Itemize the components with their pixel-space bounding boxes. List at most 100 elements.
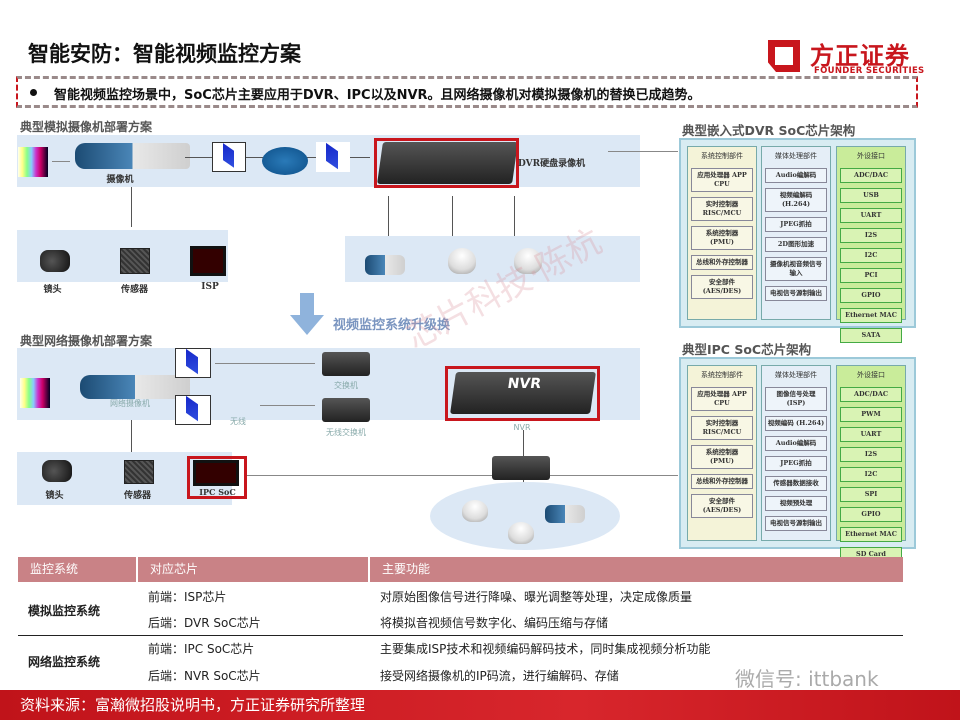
arch-block: UART xyxy=(840,208,902,223)
system-analog: 模拟监控系统 xyxy=(28,604,101,618)
arch-block: JPEG抓拍 xyxy=(765,456,827,471)
arch-block: PWM xyxy=(840,407,902,422)
wireless-switch-icon xyxy=(322,398,370,422)
upgrade-arrow-icon xyxy=(290,315,324,335)
arch-block: Audio编解码 xyxy=(765,168,827,183)
column-header: 系统控制部件 xyxy=(701,152,743,160)
arch-block: 安全部件 (AES/DES) xyxy=(691,494,753,518)
camera-label: 摄像机 xyxy=(106,175,134,185)
logo-mark-icon xyxy=(768,40,800,72)
table-cell: 主要集成ISP技术和视频编码解码技术，同时集成视频分析功能 xyxy=(380,642,711,656)
arch-block: 电视信号源制输出 xyxy=(765,516,827,531)
lens-label: 镜头 xyxy=(43,285,62,295)
arch-block: 图像信号处理 (ISP) xyxy=(765,387,827,411)
arch-block: 应用处理器 APP CPU xyxy=(691,168,753,192)
box-camera-icon xyxy=(545,505,585,523)
box-camera-icon xyxy=(365,255,405,275)
bullet-icon xyxy=(30,89,37,96)
cable xyxy=(452,196,453,236)
arch-block: 摄像机视音频信号输入 xyxy=(765,257,827,281)
logo-cn: 方正证券 xyxy=(810,42,910,70)
arch-block: 视频编解码 (H.264) xyxy=(765,188,827,212)
ip-camera-icon xyxy=(80,375,190,399)
arch-block: 安全部件 (AES/DES) xyxy=(691,275,753,299)
wireless-label: 无线 xyxy=(230,417,246,426)
arch-block: SATA xyxy=(840,328,902,343)
table-header-chip: 对应芯片 xyxy=(138,557,368,582)
arch-block: GPIO xyxy=(840,288,902,303)
video-signal-icon xyxy=(212,142,246,172)
group-divider xyxy=(18,635,903,636)
connector-line xyxy=(608,151,678,152)
arch-block: USB xyxy=(840,188,902,203)
dome-camera-icon xyxy=(514,248,542,274)
table-cell: 前端：ISP芯片 xyxy=(148,590,227,604)
ipc-soc-label: IPC SoC xyxy=(199,487,236,497)
switch-icon xyxy=(492,456,550,480)
lens-label: 镜头 xyxy=(45,491,64,501)
arch-block: 系统控制器 (PMU) xyxy=(691,226,753,250)
ipc-arch-title: 典型IPC SoC芯片架构 xyxy=(682,342,812,357)
key-point-text: 智能视频监控场景中，SoC芯片主要应用于DVR、IPC以及NVR。且网络摄像机对… xyxy=(54,88,701,103)
arch-block: SPI xyxy=(840,487,902,502)
switch-icon xyxy=(322,352,370,376)
page-title: 智能安防：智能视频监控方案 xyxy=(28,42,301,66)
sensor-icon xyxy=(124,460,154,484)
wireless-switch-label: 无线交换机 xyxy=(326,428,366,437)
column-header: 外设接口 xyxy=(857,152,885,160)
arch-block: UART xyxy=(840,427,902,442)
logo-en: FOUNDER SECURITIES xyxy=(814,66,925,76)
isp-label: ISP xyxy=(201,282,219,292)
arch-block: JPEG抓拍 xyxy=(765,217,827,232)
switch-label: 交换机 xyxy=(334,381,358,390)
upgrade-arrow-shaft xyxy=(300,293,314,315)
arch-block: 实时控制器 RISC/MCU xyxy=(691,416,753,440)
upgrade-label: 视频监控系统升级换 xyxy=(333,318,451,333)
isp-chip-icon xyxy=(190,246,226,276)
lens-icon xyxy=(42,460,72,482)
arch-block: I2S xyxy=(840,447,902,462)
arrow xyxy=(131,187,132,227)
wechat-watermark: 微信号: ittbank xyxy=(735,667,879,691)
ipc-soc-highlight xyxy=(187,456,247,499)
arch-block: GPIO xyxy=(840,507,902,522)
arrow xyxy=(260,405,315,406)
arch-block: ADC/DAC xyxy=(840,387,902,402)
connector-line xyxy=(131,420,132,452)
arch-block: I2S xyxy=(840,228,902,243)
sensor-label: 传感器 xyxy=(120,285,148,295)
source-footer: 资料来源：富瀚微招股说明书，方正证券研究所整理 xyxy=(0,690,960,720)
table-header-system: 监控系统 xyxy=(18,557,136,582)
color-bars-icon xyxy=(20,378,50,408)
arch-block: 电视信号源制输出 xyxy=(765,286,827,301)
cable-coil-icon xyxy=(262,147,308,175)
dome-camera-icon xyxy=(462,500,488,522)
table-cell: 后端：NVR SoC芯片 xyxy=(148,669,261,683)
lens-icon xyxy=(40,250,70,272)
arch-block: 传感器数据接收 xyxy=(765,476,827,491)
camera-icon xyxy=(75,143,190,169)
ipc-soc-chip-icon xyxy=(193,460,239,486)
arch-block: 视频编码 (H.264) xyxy=(765,416,827,431)
cable xyxy=(388,196,389,236)
sensor-icon xyxy=(120,248,150,274)
arch-block: PCI xyxy=(840,268,902,283)
dvr-arch-title: 典型嵌入式DVR SoC芯片架构 xyxy=(682,123,856,138)
arch-block: Ethernet MAC xyxy=(840,527,902,542)
arch-block: 系统控制器 (PMU) xyxy=(691,445,753,469)
table-cell: 前端：IPC SoC芯片 xyxy=(148,642,255,656)
ip-camera-label: 网络摄像机 xyxy=(110,399,150,408)
table-header-function: 主要功能 xyxy=(370,557,903,582)
column-header: 媒体处理部件 xyxy=(775,152,817,160)
arch-block: 应用处理器 APP CPU xyxy=(691,387,753,411)
color-bars-icon xyxy=(18,147,48,177)
key-point-box: 智能视频监控场景中，SoC芯片主要应用于DVR、IPC以及NVR。且网络摄像机对… xyxy=(16,76,918,108)
network-deploy-title: 典型网络摄像机部署方案 xyxy=(20,334,153,348)
dvr-highlight xyxy=(374,138,519,188)
sensor-label: 传感器 xyxy=(123,491,151,501)
